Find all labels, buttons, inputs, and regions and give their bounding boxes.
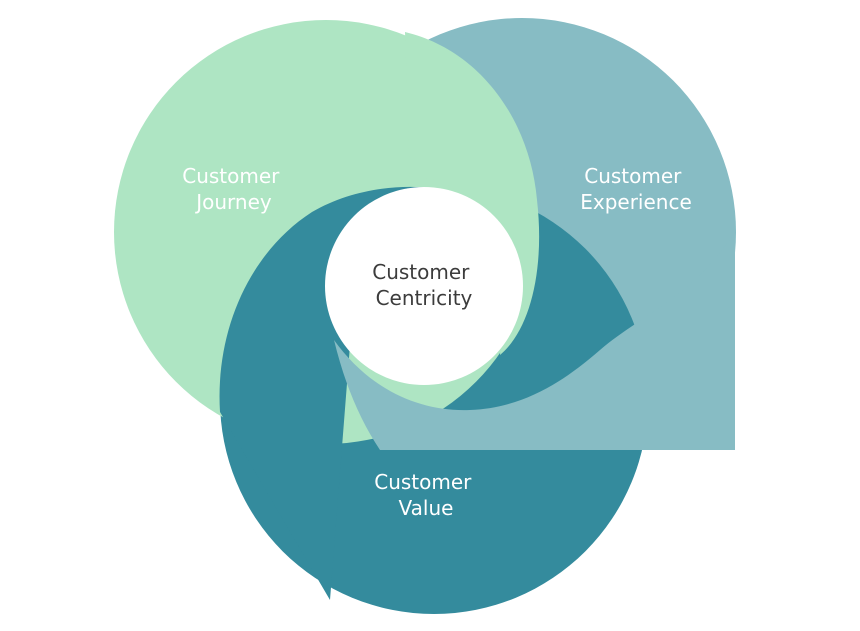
experience-swirl: [334, 232, 735, 450]
center-circle: [325, 187, 523, 385]
journey-label: Customer Journey: [182, 164, 286, 214]
value-label: Customer Value: [374, 470, 478, 520]
value-label-line1: Customer: [374, 470, 472, 494]
center-label: Customer Centricity: [372, 260, 476, 310]
experience-label-line2: Experience: [580, 190, 692, 214]
center-label-line1: Customer: [372, 260, 470, 284]
journey-label-line1: Customer: [182, 164, 280, 188]
journey-label-line2: Journey: [194, 190, 272, 214]
experience-label-line1: Customer: [584, 164, 682, 188]
experience-label: Customer Experience: [580, 164, 692, 214]
value-label-line2: Value: [399, 496, 454, 520]
center-label-line2: Centricity: [376, 286, 473, 310]
